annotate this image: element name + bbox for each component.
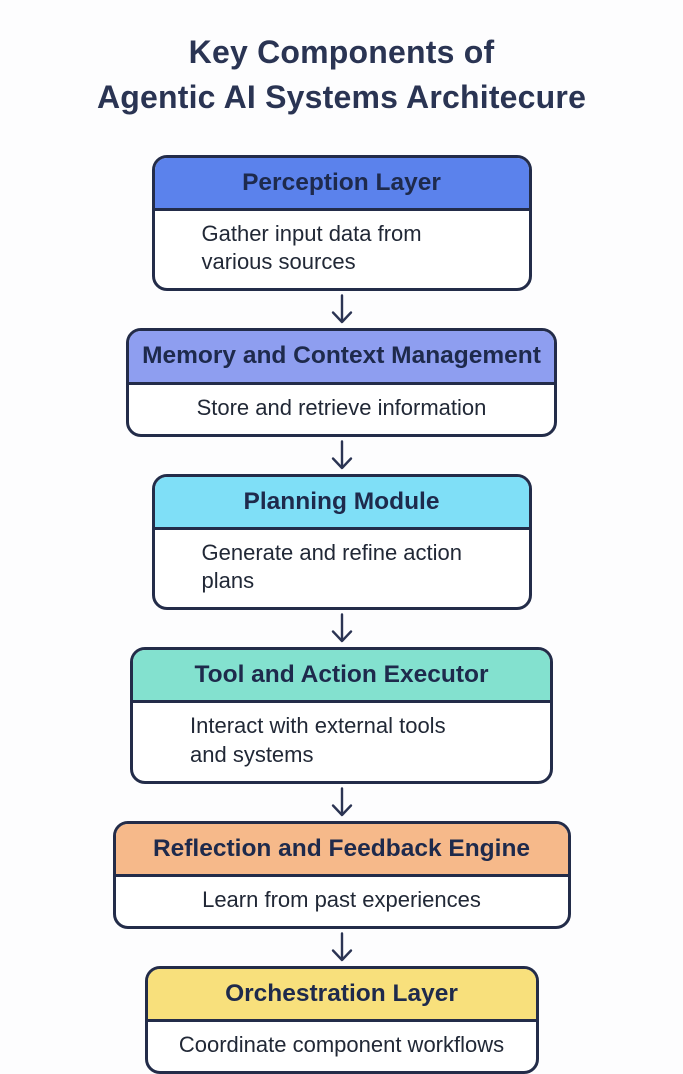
module-title: Perception Layer: [242, 168, 441, 196]
module-card-planning-module: Planning Module Generate and refine acti…: [151, 473, 532, 611]
module-title: Memory and Context Management: [142, 342, 541, 370]
module-card-perception-layer: Perception Layer Gather input data from …: [151, 154, 532, 292]
down-arrow-icon: [331, 613, 352, 643]
down-arrow-icon: [331, 786, 352, 816]
module-title: Planning Module: [243, 487, 440, 515]
module-card-tool-action-executor: Tool and Action Executor Interact with e…: [130, 647, 553, 784]
module-header: Memory and Context Management: [129, 331, 554, 385]
down-arrow-icon: [331, 932, 352, 962]
page-title: Key Components of Agentic AI Systems Arc…: [97, 30, 586, 121]
module-description: Gather input data from various sources: [201, 221, 422, 275]
module-header: Planning Module: [154, 476, 529, 530]
module-description: Learn from past experiences: [202, 886, 481, 912]
module-header: Perception Layer: [154, 157, 529, 212]
down-arrow-icon: [331, 294, 352, 324]
page-title-line1: Key Components of: [188, 34, 495, 70]
module-description: Store and retrieve information: [196, 394, 487, 420]
module-header: Orchestration Layer: [147, 968, 536, 1023]
module-description: Interact with external tools and systems: [190, 713, 446, 767]
flowchart: Perception Layer Gather input data from …: [112, 154, 571, 1074]
module-title: Orchestration Layer: [225, 979, 458, 1007]
module-title: Tool and Action Executor: [194, 661, 489, 689]
infographic-page: Key Components of Agentic AI Systems Arc…: [97, 30, 586, 1074]
page-title-line2: Agentic AI Systems Architecure: [96, 79, 587, 116]
module-title: Reflection and Feedback Engine: [152, 834, 531, 862]
module-description: Generate and refine action plans: [201, 539, 463, 594]
down-arrow-icon: [331, 439, 352, 469]
module-card-reflection-feedback: Reflection and Feedback Engine Learn fro…: [112, 820, 571, 929]
module-card-memory-context: Memory and Context Management Store and …: [126, 328, 557, 437]
module-header: Tool and Action Executor: [133, 650, 550, 704]
module-description: Coordinate component workflows: [178, 1032, 505, 1058]
module-header: Reflection and Feedback Engine: [115, 823, 568, 877]
module-card-orchestration-layer: Orchestration Layer Coordinate component…: [144, 965, 539, 1074]
